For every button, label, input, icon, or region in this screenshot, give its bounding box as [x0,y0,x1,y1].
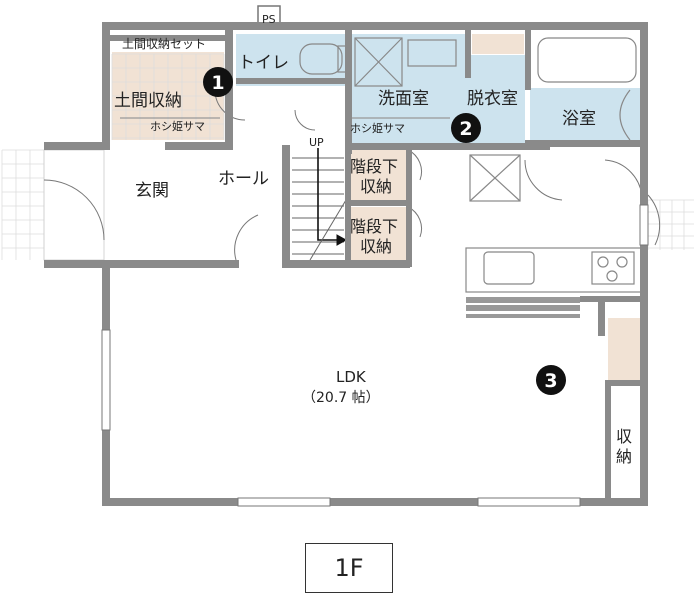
sink-icon [483,251,535,285]
storage-label-1: 収 [616,427,632,446]
kitchen-pantry-floor [608,318,641,380]
hoshi-label-1: ホシ姫サマ [150,119,205,133]
ldk-size-label: （20.7 帖） [302,390,380,406]
ldk-label: LDK [336,368,367,386]
up-label: UP [309,136,324,149]
washroom-label: 洗面室 [378,89,429,109]
doma-storage-label: 土間収納 [114,91,182,111]
under-stairs-1-label-line2: 収納 [360,177,392,196]
under-stairs-2-floor [350,207,408,262]
under-stairs-1-floor [350,150,408,205]
ps-label: PS [262,13,276,26]
toilet-floor [236,34,348,86]
toilet-bowl-icon [299,43,343,75]
fridge-icon [469,154,521,202]
toilet-label: トイレ [238,53,289,73]
bath-floor [530,88,642,143]
bathroom-door-curve [619,89,631,141]
stove-icon [591,251,635,285]
washbasin-icon [407,39,457,67]
room-labels: PS 土間収納セット トイレ 洗面室 脱衣室 浴室 土間収納 ホシ姫サマ ホシ姫… [114,13,632,466]
bath-label: 浴室 [562,109,596,129]
tile-grid [1,53,694,261]
hoshi-label-2: ホシ姫サマ [350,121,405,135]
storage-label-2: 納 [616,447,632,466]
floor-label: 1F [334,554,364,582]
kitchen-counter-icon [465,247,643,293]
staircase [292,148,348,261]
dressing-shelf-floor [472,34,524,54]
doma-shelf-label: 土間収納セット [122,37,206,51]
svg-text:2: 2 [459,118,472,140]
entrance-label: 玄関 [135,181,169,201]
marker-1: 1 [203,67,233,97]
markers: 1 2 3 [203,67,566,395]
marker-3: 3 [536,365,566,395]
dressing-label: 脱衣室 [467,89,518,109]
svg-text:1: 1 [211,72,224,94]
under-stairs-2-label-line2: 収納 [360,237,392,256]
hall-label: ホール [218,169,269,189]
windows [101,204,649,507]
marker-2: 2 [451,113,481,143]
bathtub-icon [537,37,637,83]
under-stairs-1-label-line1: 階段下 [350,157,398,176]
floor-indicator: 1F [305,543,393,593]
fixtures [120,37,643,318]
svg-text:3: 3 [544,370,557,392]
under-stairs-2-label-line1: 階段下 [350,217,398,236]
